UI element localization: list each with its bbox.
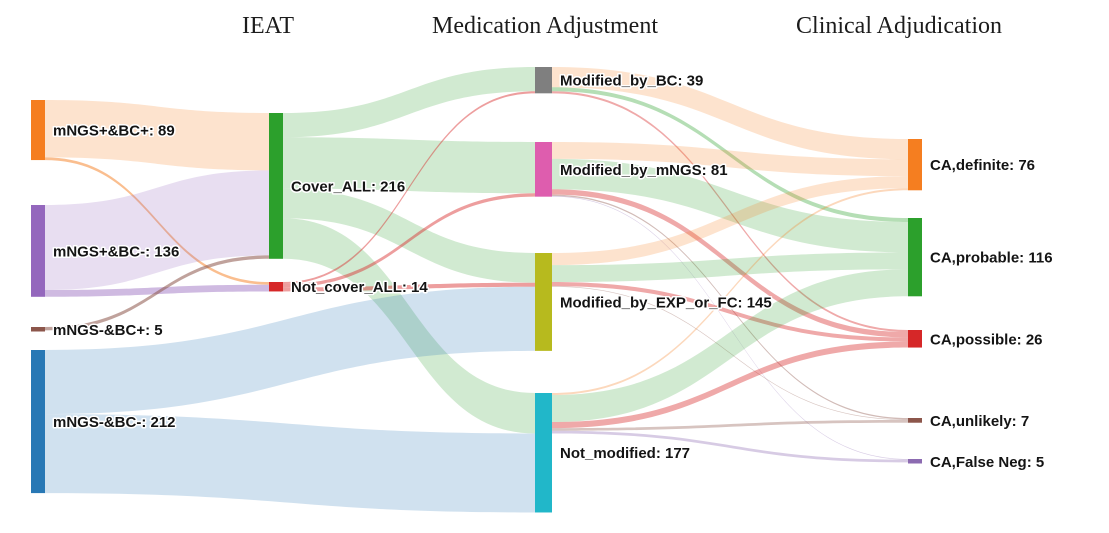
link-mngs-bc-to-not-cover-all <box>45 157 269 285</box>
node-mngs-bc <box>31 327 45 332</box>
node-label-mngs-bc: mNGS-&BC+: 5 <box>53 322 163 339</box>
node-ca-possible <box>908 330 922 348</box>
node-mngs-bc <box>31 350 45 494</box>
node-label-mngs-bc: mNGS-&BC-: 212 <box>53 414 176 431</box>
node-label-ca-possible: CA,possible: 26 <box>930 331 1043 348</box>
link-not-modified-to-ca-false-neg <box>552 430 908 463</box>
node-modified-by-mngs <box>535 142 552 197</box>
link-modified-by-bc-to-ca-definite <box>552 67 908 160</box>
node-not-modified <box>535 393 552 513</box>
link-modified-by-bc-to-ca-probable <box>552 87 908 223</box>
node-ca-false-neg <box>908 459 922 464</box>
link-not-cover-all-to-modified-by-mngs <box>283 193 535 288</box>
link-modified-by-exp-or-fc-to-ca-unlikely <box>552 286 908 421</box>
link-mngs-bc-to-cover-all <box>45 255 269 331</box>
column-title-medication-adjustment: Medication Adjustment <box>432 13 658 39</box>
node-label-ca-probable: CA,probable: 116 <box>930 250 1053 267</box>
column-title-clinical-adjudication: Clinical Adjudication <box>796 13 1002 39</box>
link-mngs-bc-to-modified-by-exp-or-fc <box>45 286 535 415</box>
node-modified-by-bc <box>535 67 552 94</box>
node-mngs-bc <box>31 100 45 161</box>
link-mngs-bc-to-cover-all <box>45 100 269 171</box>
link-modified-by-mngs-to-ca-probable <box>552 158 908 253</box>
link-not-cover-all-to-modified-by-bc <box>283 91 535 285</box>
node-label-mngs-bc: mNGS+&BC+: 89 <box>53 123 175 140</box>
node-ca-probable <box>908 218 922 297</box>
node-label-mngs-bc: mNGS+&BC-: 136 <box>53 243 179 260</box>
link-not-modified-to-ca-probable <box>552 269 908 423</box>
link-modified-by-exp-or-fc-to-ca-probable <box>552 252 908 283</box>
node-mngs-bc <box>31 205 45 297</box>
node-ca-unlikely <box>908 418 922 423</box>
link-modified-by-mngs-to-ca-possible <box>552 189 908 338</box>
node-label-ca-definite: CA,definite: 76 <box>930 157 1035 174</box>
link-not-modified-to-ca-definite <box>552 188 908 396</box>
link-modified-by-exp-or-fc-to-ca-possible <box>552 282 908 342</box>
node-label-not-modified: Not_modified: 177 <box>560 445 690 462</box>
node-label-cover-all: Cover_ALL: 216 <box>291 178 405 195</box>
link-modified-by-bc-to-ca-possible <box>552 91 908 333</box>
node-label-modified-by-bc: Modified_by_BC: 39 <box>560 73 703 90</box>
link-not-modified-to-ca-possible <box>552 341 908 429</box>
node-label-not-cover-all: Not_cover_ALL: 14 <box>291 279 428 296</box>
link-cover-all-to-modified-by-mngs <box>283 137 535 194</box>
node-label-ca-unlikely: CA,unlikely: 7 <box>930 413 1029 430</box>
link-modified-by-exp-or-fc-to-ca-definite <box>552 176 908 266</box>
node-ca-definite <box>908 139 922 191</box>
column-title-ieat: IEAT <box>242 13 294 39</box>
link-not-modified-to-ca-unlikely <box>552 420 908 431</box>
node-label-ca-false-neg: CA,False Neg: 5 <box>930 454 1044 471</box>
link-cover-all-to-modified-by-bc <box>283 67 535 138</box>
link-modified-by-mngs-to-ca-false-neg <box>552 196 908 460</box>
link-mngs-bc-to-cover-all <box>45 170 269 291</box>
link-modified-by-mngs-to-ca-definite <box>552 142 908 177</box>
link-cover-all-to-not-modified <box>283 218 535 434</box>
node-not-cover-all <box>269 282 283 292</box>
link-cover-all-to-modified-by-exp-or-fc <box>283 188 535 283</box>
link-mngs-bc-to-not-cover-all <box>45 284 269 297</box>
node-modified-by-exp-or-fc <box>535 253 552 351</box>
link-not-cover-all-to-modified-by-exp-or-fc <box>283 282 535 292</box>
link-mngs-bc-to-not-modified <box>45 414 535 513</box>
node-label-modified-by-exp-or-fc: Modified_by_EXP_or_FC: 145 <box>560 294 772 311</box>
node-label-modified-by-mngs: Modified_by_mNGS: 81 <box>560 162 728 179</box>
node-cover-all <box>269 113 283 259</box>
link-modified-by-mngs-to-ca-unlikely <box>552 194 908 420</box>
